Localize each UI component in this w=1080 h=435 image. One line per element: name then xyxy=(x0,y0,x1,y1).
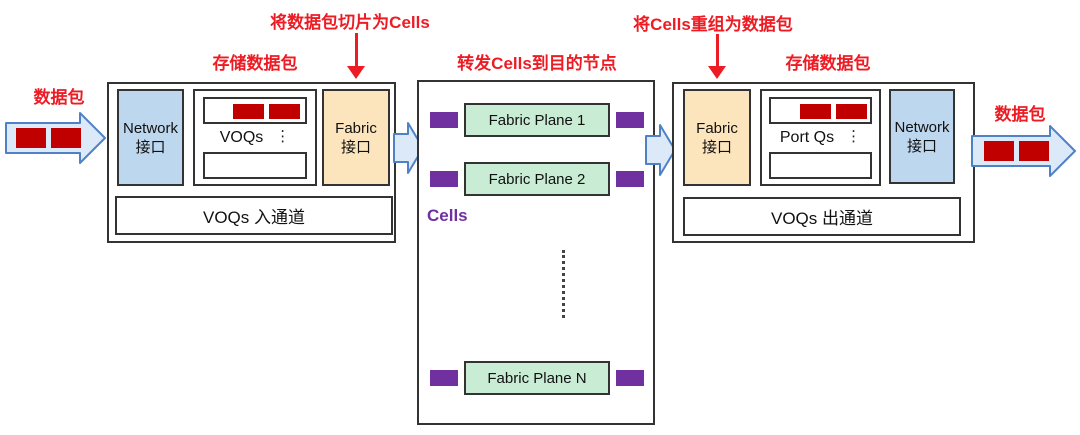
down-arrow-icon xyxy=(716,34,719,67)
packet-icon xyxy=(984,141,1014,161)
fabric-interface-label-cn: 接口 xyxy=(701,138,732,156)
packet-icon xyxy=(836,104,867,119)
flow-arrow-ingress-to-fabric-icon xyxy=(393,122,424,174)
down-arrow-icon xyxy=(355,33,358,68)
fabric-interface-ingress: Fabric 接口 xyxy=(322,89,390,186)
voq-queue-top xyxy=(203,97,307,124)
portqs-label: Port Qs⋮ xyxy=(779,128,862,146)
packet-in-arrow-icon xyxy=(5,112,106,164)
packet-out-label: 数据包 xyxy=(994,105,1046,124)
network-interface-ingress: Network 接口 xyxy=(117,89,184,186)
fabric-plane-n: Fabric Plane N xyxy=(464,361,610,395)
cell-icon xyxy=(616,112,644,128)
annotation-reassemble: 将Cells重组为数据包 xyxy=(633,15,793,34)
cell-icon xyxy=(616,370,644,386)
voqs-out-channel: VOQs 出通道 xyxy=(683,197,961,236)
flow-arrow-fabric-to-egress-icon xyxy=(645,124,676,176)
network-interface-label-cn: 接口 xyxy=(135,138,166,156)
voqs-label: VOQs⋮ xyxy=(219,128,291,146)
packet-in-label: 数据包 xyxy=(33,88,85,107)
fabric-plane-1: Fabric Plane 1 xyxy=(464,103,610,137)
cells-label: Cells xyxy=(427,206,468,225)
packet-icon xyxy=(51,128,81,148)
annotation-store-egress: 存储数据包 xyxy=(785,54,871,73)
packet-icon xyxy=(1019,141,1049,161)
vertical-ellipsis-icon: ⋮ xyxy=(275,128,291,145)
annotation-slice: 将数据包切片为Cells xyxy=(270,13,430,32)
vertical-ellipsis-icon: ⋮ xyxy=(846,128,862,145)
fabric-interface-egress: Fabric 接口 xyxy=(683,89,751,186)
annotation-forward: 转发Cells到目的节点 xyxy=(457,54,617,73)
fabric-interface-label: Fabric xyxy=(696,119,738,137)
voqs-in-channel: VOQs 入通道 xyxy=(115,196,393,235)
vertical-ellipsis-icon xyxy=(562,250,565,318)
port-queue-top xyxy=(769,97,872,124)
fabric-interface-label-cn: 接口 xyxy=(340,138,371,156)
voq-queue-bottom xyxy=(203,152,307,179)
cell-icon xyxy=(430,370,458,386)
down-arrow-head-icon xyxy=(708,66,726,79)
cell-icon xyxy=(430,171,458,187)
cell-icon xyxy=(616,171,644,187)
cell-icon xyxy=(430,112,458,128)
annotation-store-ingress: 存储数据包 xyxy=(212,54,298,73)
packet-out-arrow-icon xyxy=(971,125,1076,177)
network-interface-label: Network xyxy=(894,118,950,136)
packet-icon xyxy=(16,128,46,148)
packet-icon xyxy=(233,104,264,119)
down-arrow-head-icon xyxy=(347,66,365,79)
network-interface-label: Network xyxy=(122,119,178,137)
packet-icon xyxy=(269,104,300,119)
fabric-interface-label: Fabric xyxy=(335,119,377,137)
fabric-plane-2: Fabric Plane 2 xyxy=(464,162,610,196)
network-interface-label-cn: 接口 xyxy=(906,137,937,155)
packet-icon xyxy=(800,104,831,119)
network-interface-egress: Network 接口 xyxy=(889,89,955,184)
port-queue-bottom xyxy=(769,152,872,179)
